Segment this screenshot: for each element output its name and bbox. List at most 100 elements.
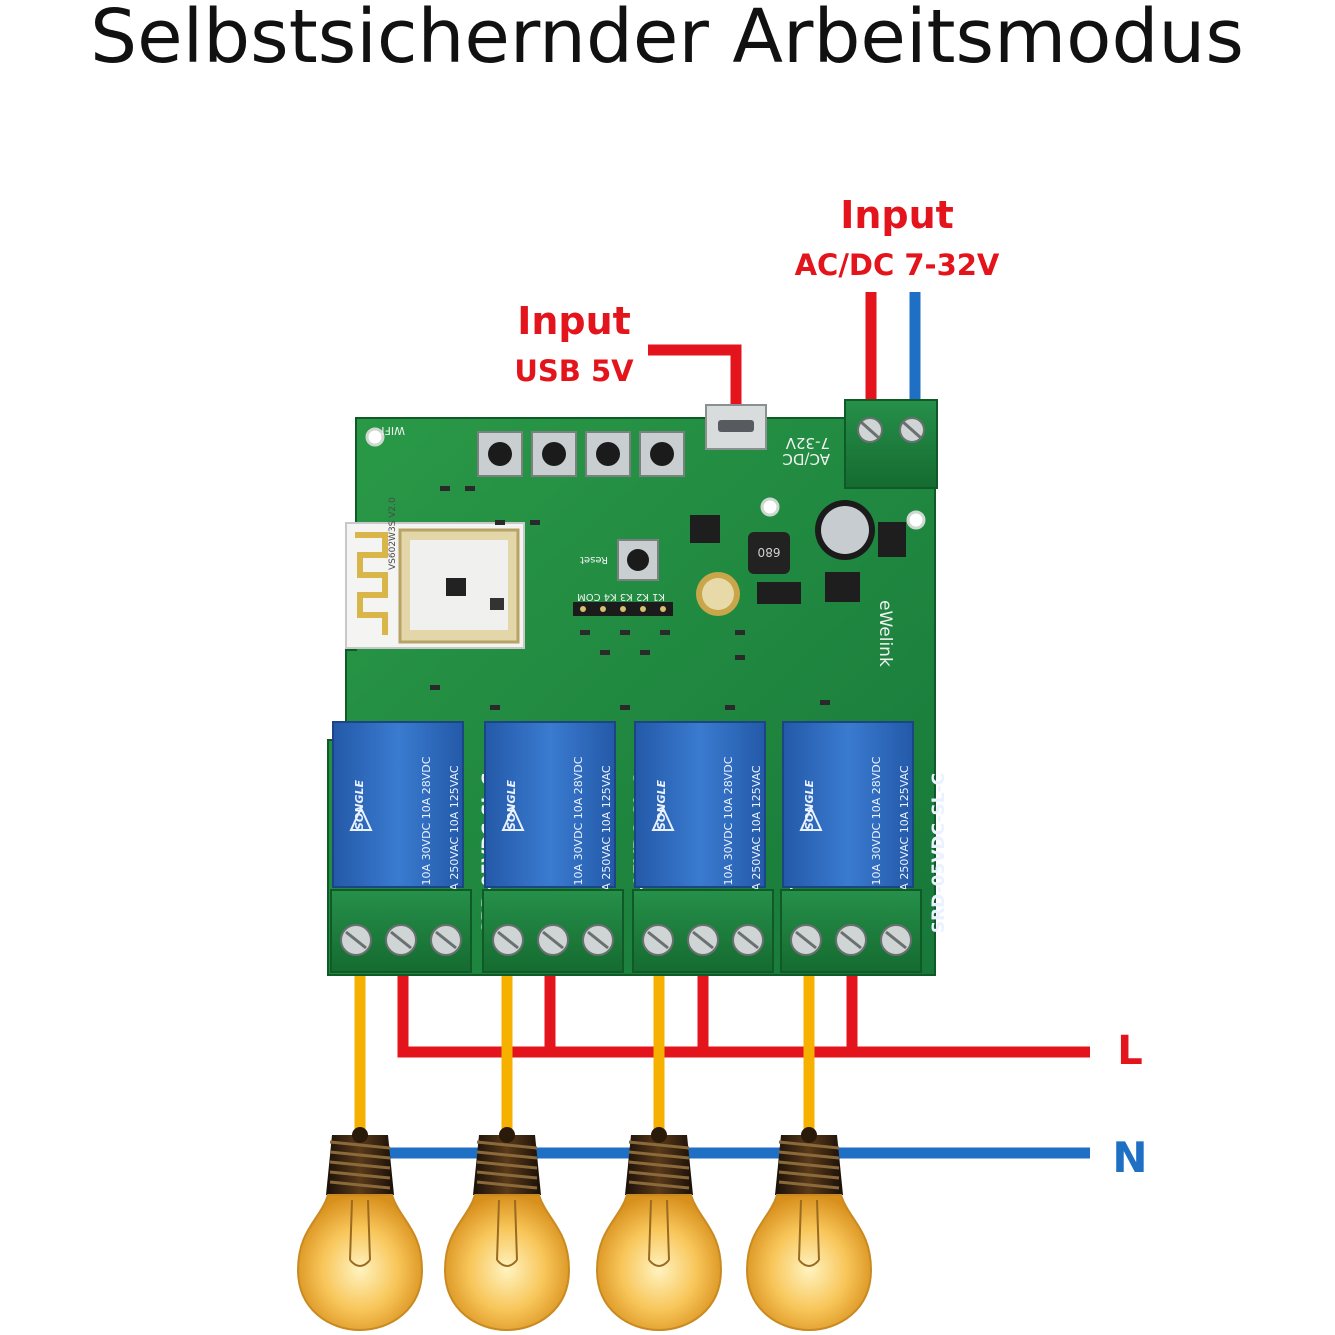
bulb-thread (329, 1170, 391, 1180)
bulb-thread (476, 1150, 538, 1160)
wifi-module: VS602W3S V2.0 (345, 497, 525, 649)
screw-slot (795, 930, 817, 950)
relay (332, 721, 464, 888)
smd-components (430, 486, 830, 710)
pins-silkscreen: K1 K2 K3 K4 COM (577, 591, 665, 602)
mounting-hole (906, 510, 926, 530)
screw-slot (587, 930, 609, 950)
inductor-label: 680 (758, 545, 781, 559)
bulb-contact (499, 1127, 515, 1143)
bulb-thread (476, 1160, 538, 1170)
screw-slot (390, 930, 412, 950)
bulbs (296, 1127, 873, 1332)
relay-rating: 10A 250VAC 10A 125VAC (750, 765, 763, 905)
bulb-thread (628, 1140, 690, 1150)
input-wires (648, 292, 921, 410)
relay-logo (799, 805, 823, 831)
relays: SRD-05VDC-SL-C 10A 250VAC 10A 125VAC 10A 3… (330, 721, 949, 973)
relay (484, 721, 616, 888)
relay-rating: 10A 30VDC 10A 28VDC (722, 756, 735, 885)
bulb-thread (778, 1160, 840, 1170)
driver-ic (878, 522, 906, 557)
relay-rating: 10A 30VDC 10A 28VDC (870, 756, 883, 885)
bulb-thread (476, 1180, 538, 1190)
bulb-thread (476, 1170, 538, 1180)
light-bulb-4 (745, 1127, 873, 1332)
pcb-antenna (355, 532, 388, 635)
regulator-ic (825, 572, 860, 602)
bulb-thread (329, 1160, 391, 1170)
live-bus-wire (397, 975, 1090, 1058)
usb-input-wire (648, 344, 742, 410)
relay-logo (349, 805, 373, 831)
relay (782, 721, 914, 888)
transistor (690, 515, 720, 543)
bulb-filament (349, 1199, 371, 1267)
bulb-glass (296, 1194, 424, 1332)
input-dc-label: Input (840, 193, 954, 237)
output-wiring (354, 975, 1090, 1159)
diode (757, 582, 801, 604)
bulb-glass (595, 1194, 723, 1332)
bulb-thread (778, 1170, 840, 1180)
terminal-voltage-silkscreen: 7-32V (785, 434, 830, 452)
bulb-thread (329, 1180, 391, 1190)
live-label: L (1117, 1028, 1143, 1074)
relay-logo (501, 805, 525, 831)
screw-slot (692, 930, 714, 950)
reset-silkscreen: Reset (580, 554, 608, 565)
bulb-thread (628, 1160, 690, 1170)
light-bulb-1 (296, 1127, 424, 1332)
screw-slot (435, 930, 457, 950)
bulb-thread (628, 1150, 690, 1160)
screw-slot (497, 930, 519, 950)
relay-rating: 10A 250VAC 10A 125VAC (898, 765, 911, 905)
screw-slot (345, 930, 367, 950)
bulb-thread (329, 1150, 391, 1160)
screw-slot (840, 930, 862, 950)
relay-rating: 10A 250VAC 10A 125VAC (600, 765, 613, 905)
bulb-thread (778, 1150, 840, 1160)
light-bulb-3 (595, 1127, 723, 1332)
bulb-thread (778, 1140, 840, 1150)
channel-buttons (477, 431, 685, 581)
usb-port[interactable] (705, 404, 767, 450)
screw-slot (885, 930, 907, 950)
relay-rating: 10A 30VDC 10A 28VDC (420, 756, 433, 885)
bulb-thread (329, 1140, 391, 1150)
input-usb-label: Input (517, 299, 631, 343)
light-bulb-2 (443, 1127, 571, 1332)
input-dc-voltage-label: AC/DC 7-32V (795, 248, 1000, 282)
bulb-glass (745, 1194, 873, 1332)
header-pins (573, 602, 673, 616)
module-label: VS602W3S V2.0 (388, 497, 398, 570)
relay-logo (651, 805, 675, 831)
power-components: 680 (690, 500, 906, 616)
bulb-thread (778, 1180, 840, 1190)
bulb-thread (628, 1170, 690, 1180)
bulb-filament (648, 1199, 670, 1267)
relay-rating: 10A 30VDC 10A 28VDC (572, 756, 585, 885)
bulb-contact (651, 1127, 667, 1143)
input-usb-voltage-label: USB 5V (514, 354, 634, 388)
wifi-silkscreen: WIFI (381, 424, 405, 437)
relay (634, 721, 766, 888)
dc-input-terminal (844, 399, 938, 489)
bulb-contact (801, 1127, 817, 1143)
mounting-hole (365, 427, 385, 447)
bulb-filament (496, 1199, 518, 1267)
bulb-filament (798, 1199, 820, 1267)
bulb-thread (628, 1180, 690, 1190)
neutral-label: N (1112, 1133, 1147, 1182)
terminal-silkscreen: AC/DC (782, 450, 830, 468)
bulb-thread (476, 1140, 538, 1150)
button-k4[interactable] (639, 431, 685, 477)
relay-model: SRD-05VDC-SL-C (929, 773, 949, 933)
brand-silkscreen: eWelink (875, 600, 895, 667)
screw-slot (737, 930, 759, 950)
relay-channel-4: SRD-05VDC-SL-C 10A 250VAC 10A 125VAC 10A 3… (780, 721, 949, 973)
